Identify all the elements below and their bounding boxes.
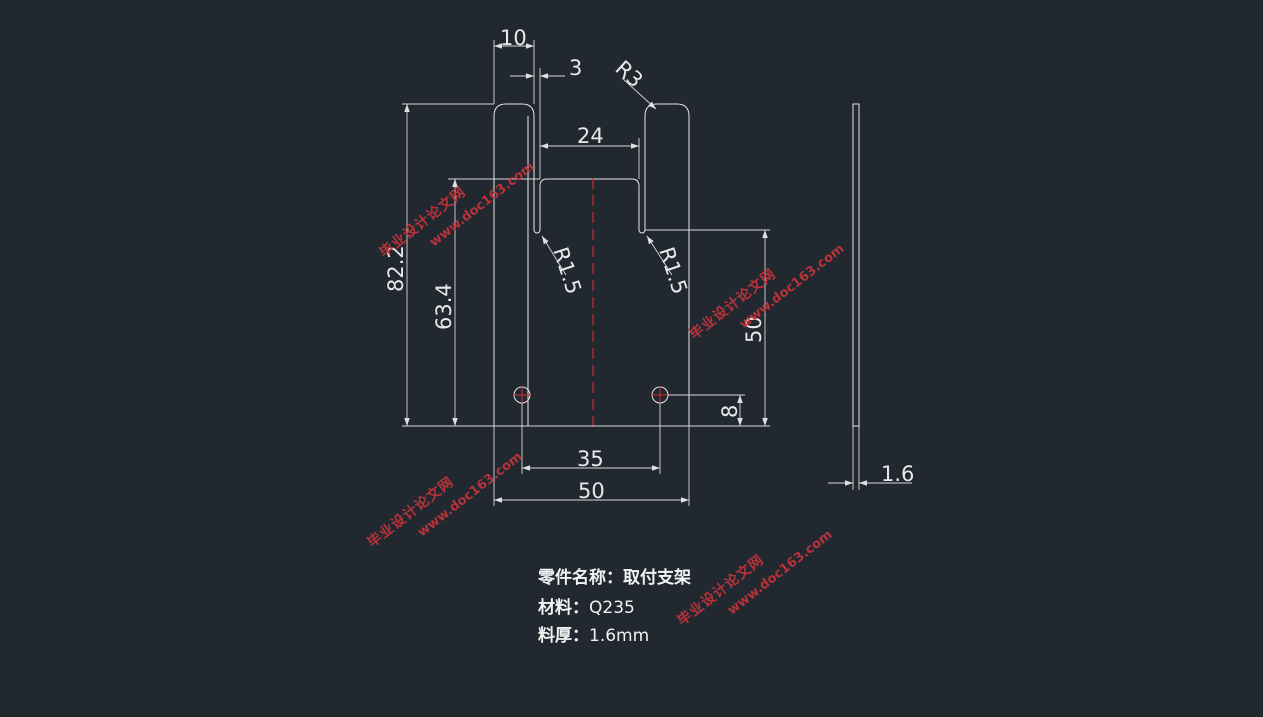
thickness-label: 料厚： xyxy=(538,626,589,646)
dim-inner-height: 63.4 xyxy=(432,178,540,426)
part-name-label: 零件名称： xyxy=(538,568,623,588)
dim-corner-radius: R3 xyxy=(611,56,657,110)
dim-notch-radius-left: R1.5 xyxy=(541,235,586,297)
hole-right xyxy=(651,386,669,404)
thickness-line: 料厚：1.6mm xyxy=(538,621,649,646)
svg-text:82.2: 82.2 xyxy=(384,245,408,292)
svg-text:35: 35 xyxy=(577,447,604,471)
part-name-value: 取付支架 xyxy=(623,568,691,588)
dim-slot-width: 3 xyxy=(510,56,582,179)
svg-text:R1.5: R1.5 xyxy=(548,244,586,297)
svg-text:50: 50 xyxy=(578,479,605,503)
dim-hole-spacing: 35 xyxy=(521,403,661,474)
part-name-line: 零件名称：取付支架 xyxy=(538,563,691,588)
watermark-2: 毕业设计论文网 www.doc163.com xyxy=(686,241,847,343)
dim-slot-gap: 24 xyxy=(540,124,640,179)
svg-text:1.6: 1.6 xyxy=(881,462,914,486)
side-view xyxy=(852,103,860,427)
dim-overall-height: 82.2 xyxy=(384,103,494,426)
dim-slot-bottom-height: 50 xyxy=(645,229,770,426)
watermark-3: 毕业设计论文网 www.doc163.com xyxy=(364,449,525,551)
watermark-4: 毕业设计论文网 www.doc163.com xyxy=(674,527,835,629)
dim-top-width: 10 xyxy=(493,26,535,104)
svg-text:8: 8 xyxy=(718,405,742,418)
dim-hole-height: 8 xyxy=(668,394,745,426)
material-line: 材料：Q235 xyxy=(538,593,635,618)
material-label: 材料： xyxy=(538,598,589,618)
svg-text:50: 50 xyxy=(742,316,766,343)
svg-text:63.4: 63.4 xyxy=(432,283,456,330)
dim-overall-width: 50 xyxy=(493,426,690,506)
svg-text:10: 10 xyxy=(500,26,527,50)
material-value: Q235 xyxy=(589,598,635,618)
svg-text:R3: R3 xyxy=(611,56,648,93)
svg-text:R1.5: R1.5 xyxy=(654,244,692,297)
thickness-value: 1.6mm xyxy=(589,626,650,646)
dim-notch-radius-right: R1.5 xyxy=(646,235,692,297)
dim-thickness: 1.6 xyxy=(828,426,914,490)
svg-text:24: 24 xyxy=(577,124,604,148)
svg-text:3: 3 xyxy=(569,56,582,80)
